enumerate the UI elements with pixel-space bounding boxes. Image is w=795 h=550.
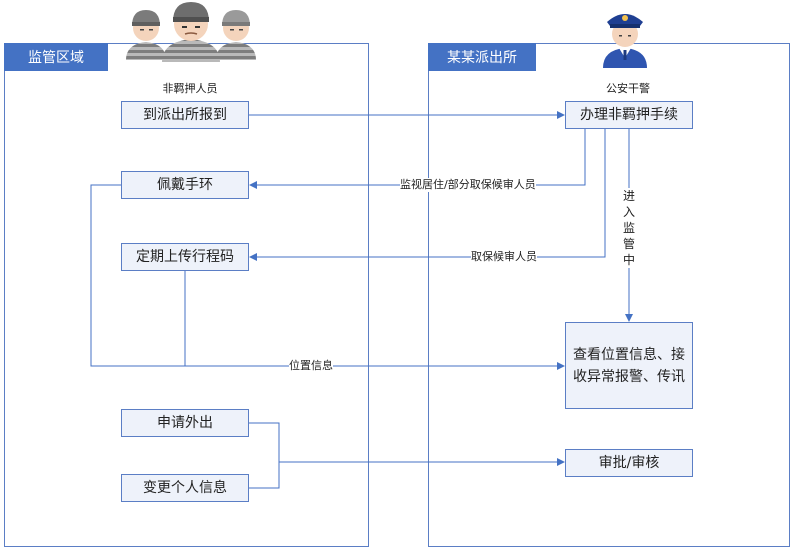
police-label: 公安干警 [606, 82, 650, 95]
node-process-procedures[interactable]: 办理非羁押手续 [565, 101, 693, 129]
prisoner-group-icon [126, 2, 256, 62]
node-monitor-line2: 收异常报警、传讯 [573, 368, 685, 385]
suspects-label: 非羁押人员 [162, 82, 218, 95]
node-apply-leave[interactable]: 申请外出 [121, 409, 249, 437]
edge-label-location-info: 位置信息 [289, 359, 333, 373]
node-change-personal-info[interactable]: 变更个人信息 [121, 474, 249, 502]
edge-label-enter-supervision: 进入监管中 [622, 188, 636, 268]
node-approve-review[interactable]: 审批/审核 [565, 449, 693, 477]
node-wear-wristband[interactable]: 佩戴手环 [121, 171, 249, 199]
edge-label-bail: 取保候审人员 [471, 250, 537, 264]
edge-process-to-wristband [249, 129, 586, 189]
edge-apply-to-approve [249, 422, 280, 489]
supervision-area-header: 监管区域 [4, 43, 108, 71]
police-officer-icon [603, 14, 647, 68]
edge-wristband-to-monitor [90, 184, 565, 370]
edge-process-to-upload [249, 129, 606, 261]
node-report-to-station[interactable]: 到派出所报到 [121, 101, 249, 129]
edge-label-residence-bail: 监视居住/部分取保候审人员 [400, 178, 536, 192]
node-upload-itinerary[interactable]: 定期上传行程码 [121, 243, 249, 271]
node-monitor-location[interactable]: 查看位置信息、接 收异常报警、传讯 [565, 322, 693, 409]
node-monitor-line1: 查看位置信息、接 [573, 346, 685, 363]
police-station-header: 某某派出所 [428, 43, 536, 71]
